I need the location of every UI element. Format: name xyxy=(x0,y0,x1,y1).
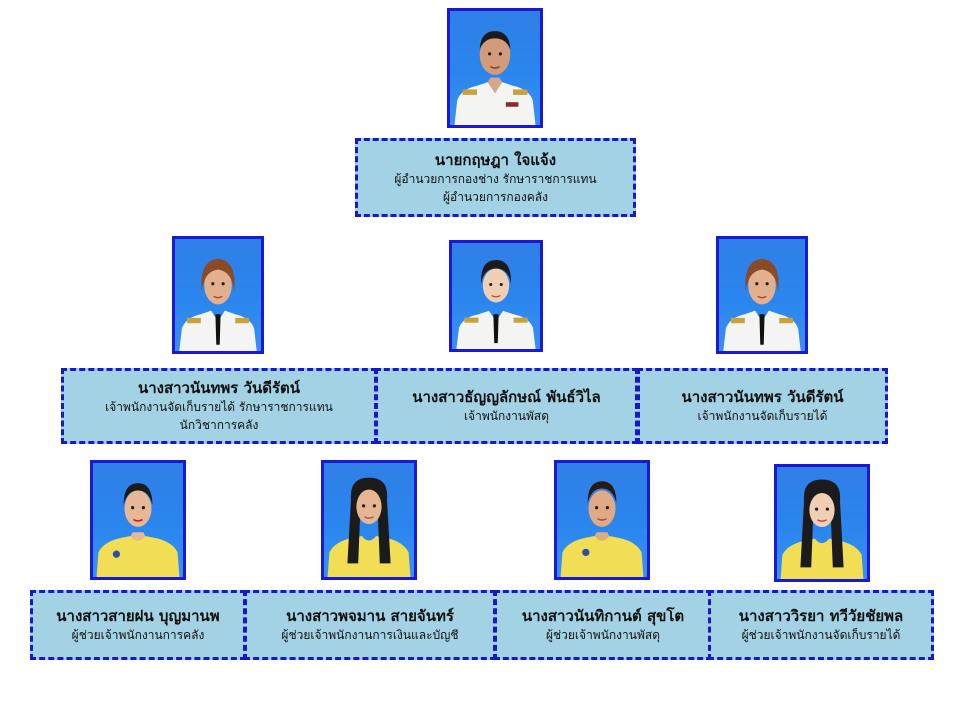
photo-supplies-assistant xyxy=(554,460,650,580)
card-accounting-assistant: นางสาวพจมาน สายจันทร์ ผู้ช่วยเจ้าพนักงาน… xyxy=(244,590,496,660)
revenue-officer-acting-position-line-2: นักวิชาการคลัง xyxy=(179,418,259,432)
finance-assistant-position: ผู้ช่วยเจ้าพนักงานการคลัง xyxy=(71,628,205,642)
card-revenue-assistant: นางสาววิรยา ทวีวัยชัยพล ผู้ช่วยเจ้าพนักง… xyxy=(708,590,934,660)
card-revenue-officer: นางสาวนันทพร วันดีรัตน์ เจ้าพนักงานจัดเก… xyxy=(637,368,888,444)
director-name: นายกฤษฎา ใจแจ้ง xyxy=(434,150,557,169)
revenue-assistant-position: ผู้ช่วยเจ้าพนักงานจัดเก็บรายได้ xyxy=(741,628,901,642)
card-revenue-officer-acting: นางสาวนันทพร วันดีรัตน์ เจ้าพนักงานจัดเก… xyxy=(61,368,377,444)
photo-revenue-officer-acting xyxy=(172,236,264,354)
revenue-officer-acting-position-line-1: เจ้าพนักงานจัดเก็บรายได้ รักษาราชการแทน xyxy=(105,400,333,414)
photo-revenue-officer xyxy=(716,236,808,354)
supplies-officer-name: นางสาวธัญญลักษณ์ พันธ์วิไล xyxy=(412,388,601,406)
photo-director xyxy=(447,8,543,128)
card-supplies-officer: นางสาวธัญญลักษณ์ พันธ์วิไล เจ้าพนักงานพั… xyxy=(375,368,638,444)
photo-accounting-assistant xyxy=(321,460,417,580)
supplies-assistant-position: ผู้ช่วยเจ้าพนักงานพัสดุ xyxy=(545,628,661,642)
revenue-assistant-name: นางสาววิรยา ทวีวัยชัยพล xyxy=(738,607,904,625)
revenue-officer-position: เจ้าพนักงานจัดเก็บรายได้ xyxy=(697,409,828,423)
card-director: นายกฤษฎา ใจแจ้ง ผู้อำนวยการกองช่าง รักษา… xyxy=(355,138,636,217)
card-finance-assistant: นางสาวสายฝน บุญมานพ ผู้ช่วยเจ้าพนักงานกา… xyxy=(30,590,246,660)
director-position-line-2: ผู้อำนวยการกองคลัง xyxy=(443,189,548,204)
revenue-officer-acting-name: นางสาวนันทพร วันดีรัตน์ xyxy=(137,379,301,397)
director-position-line-1: ผู้อำนวยการกองช่าง รักษาราชการแทน xyxy=(394,171,597,186)
supplies-officer-position: เจ้าพนักงานพัสดุ xyxy=(463,409,550,423)
photo-revenue-assistant xyxy=(774,464,870,582)
photo-finance-assistant xyxy=(90,460,186,580)
photo-supplies-officer xyxy=(449,240,543,352)
card-supplies-assistant: นางสาวนันทิกานต์ สุขโต ผู้ช่วยเจ้าพนักงา… xyxy=(494,590,712,660)
supplies-assistant-name: นางสาวนันทิกานต์ สุขโต xyxy=(521,607,685,625)
accounting-assistant-name: นางสาวพจมาน สายจันทร์ xyxy=(286,607,454,625)
revenue-officer-name: นางสาวนันทพร วันดีรัตน์ xyxy=(681,388,844,406)
accounting-assistant-position: ผู้ช่วยเจ้าพนักงานการเงินและบัญชี xyxy=(281,628,459,642)
finance-assistant-name: นางสาวสายฝน บุญมานพ xyxy=(56,607,220,625)
